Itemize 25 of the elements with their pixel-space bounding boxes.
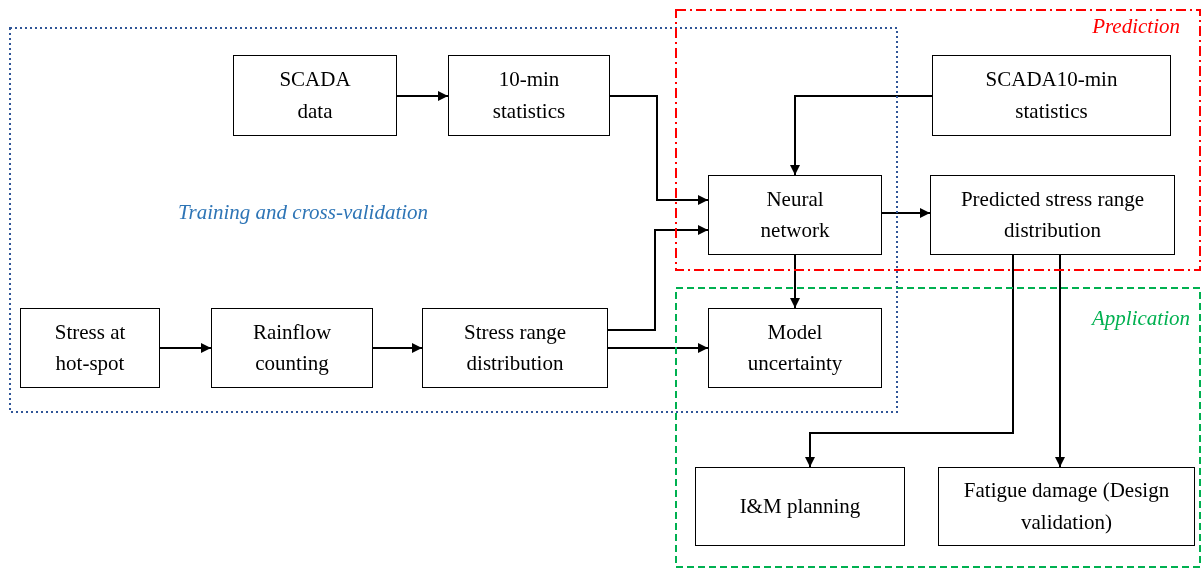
region-label: Application [1092,306,1190,331]
arrow [1055,254,1065,468]
region-label: Prediction [1092,14,1180,39]
process-box: Neural network [708,175,882,255]
process-box: Predicted stress range distribution [930,175,1175,255]
process-box: SCADA10-min statistics [932,55,1171,136]
process-box: Rainflow counting [211,308,373,388]
process-box: Stress range distribution [422,308,608,388]
arrow [396,91,449,101]
process-box: Model uncertainty [708,308,882,388]
arrow [372,343,423,353]
process-box: Fatigue damage (Design validation) [938,467,1195,546]
arrow [159,343,212,353]
process-box: I&M planning [695,467,905,546]
arrow [607,225,709,331]
arrow [805,254,1014,468]
arrow [790,95,933,176]
region-label: Training and cross-validation [178,200,429,225]
arrow [790,254,800,309]
process-box: SCADA data [233,55,397,136]
arrow [609,95,709,205]
process-box: 10-min statistics [448,55,610,136]
process-box: Stress at hot-spot [20,308,160,388]
arrow [607,343,709,353]
arrow [881,208,931,218]
